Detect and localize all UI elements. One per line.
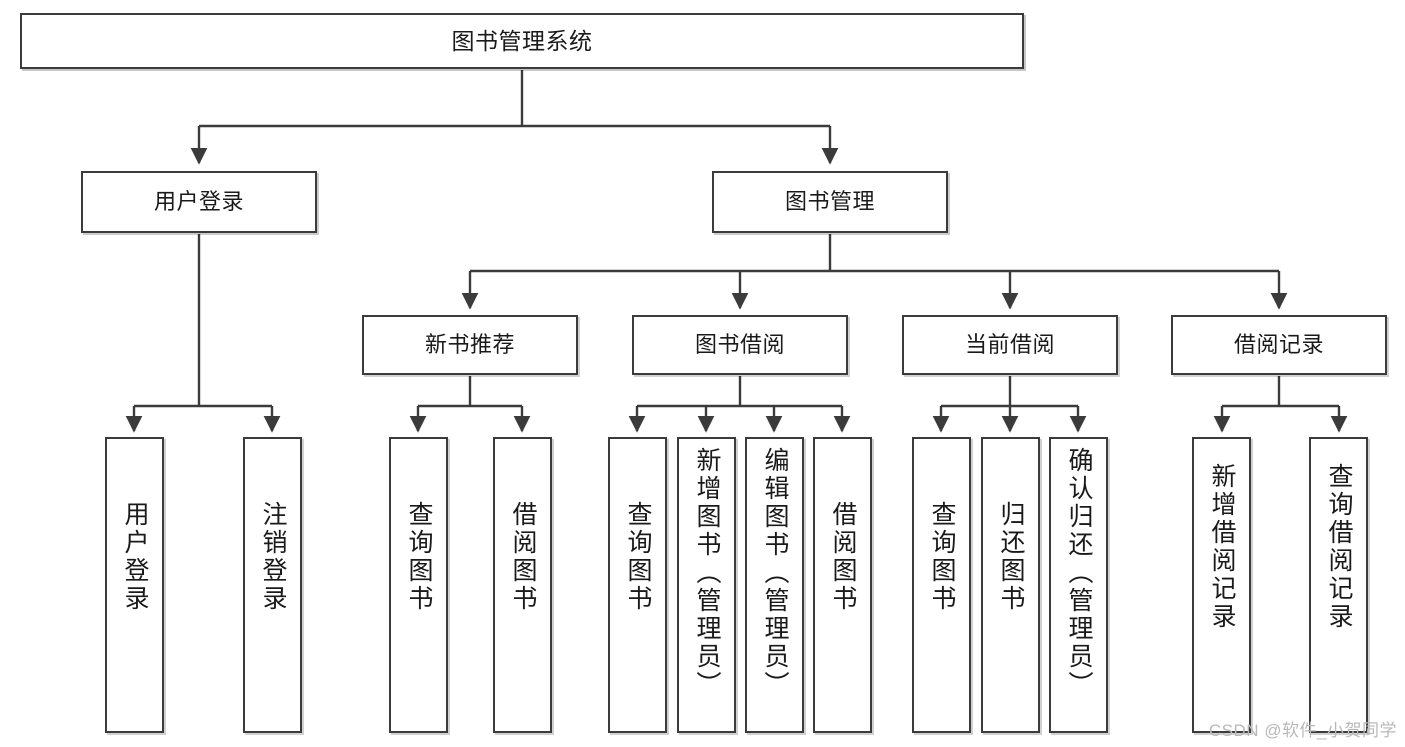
node-label: 查询图书 — [928, 501, 956, 613]
node-leaf-edit-book-admin[interactable]: 编辑图书（管理员） — [745, 437, 804, 733]
node-label: 当前借阅 — [964, 332, 1055, 358]
node-label: 编辑图书（管理员） — [761, 447, 789, 699]
node-label: 图书管理 — [784, 189, 875, 215]
node-leaf-query-borrow-record[interactable]: 查询借阅记录 — [1309, 437, 1368, 733]
node-borrow-record[interactable]: 借阅记录 — [1171, 315, 1387, 375]
node-leaf-user-logout[interactable]: 注销登录 — [243, 437, 302, 733]
node-label: 新增借阅记录 — [1208, 463, 1236, 631]
node-label: 用户登录 — [153, 189, 244, 215]
node-book-borrow[interactable]: 图书借阅 — [632, 315, 848, 375]
node-label: 用户登录 — [121, 501, 149, 613]
csdn-watermark: CSDN @软件_小贺同学 — [1208, 721, 1397, 740]
node-leaf-add-borrow-record[interactable]: 新增借阅记录 — [1192, 437, 1251, 733]
node-label: 新增图书（管理员） — [693, 447, 721, 699]
node-book-management[interactable]: 图书管理 — [712, 171, 948, 233]
node-label: 查询借阅记录 — [1325, 463, 1353, 631]
node-label: 图书借阅 — [694, 332, 785, 358]
node-label: 注销登录 — [259, 501, 287, 613]
node-label: 借阅记录 — [1233, 332, 1324, 358]
node-leaf-add-book-admin[interactable]: 新增图书（管理员） — [677, 437, 736, 733]
node-leaf-return-book[interactable]: 归还图书 — [981, 437, 1040, 733]
node-leaf-borrow-book[interactable]: 借阅图书 — [813, 437, 872, 733]
node-root-book-management-system[interactable]: 图书管理系统 — [20, 13, 1024, 69]
node-user-login[interactable]: 用户登录 — [81, 171, 317, 233]
node-label: 借阅图书 — [509, 501, 537, 613]
node-label: 借阅图书 — [829, 501, 857, 613]
node-current-borrow[interactable]: 当前借阅 — [902, 315, 1118, 375]
node-label: 确认归还（管理员） — [1065, 447, 1093, 699]
node-label: 图书管理系统 — [451, 27, 593, 54]
node-leaf-query-book-borrow[interactable]: 查询图书 — [608, 437, 667, 733]
node-label: 查询图书 — [624, 501, 652, 613]
node-leaf-query-book-recommend[interactable]: 查询图书 — [389, 437, 448, 733]
node-label: 查询图书 — [405, 501, 433, 613]
node-leaf-borrow-book-recommend[interactable]: 借阅图书 — [493, 437, 552, 733]
node-label: 归还图书 — [997, 501, 1025, 613]
node-leaf-query-book-current[interactable]: 查询图书 — [912, 437, 971, 733]
node-leaf-confirm-return-admin[interactable]: 确认归还（管理员） — [1049, 437, 1108, 733]
node-leaf-user-login[interactable]: 用户登录 — [105, 437, 164, 733]
node-label: 新书推荐 — [424, 332, 515, 358]
node-new-book-recommend[interactable]: 新书推荐 — [362, 315, 578, 375]
